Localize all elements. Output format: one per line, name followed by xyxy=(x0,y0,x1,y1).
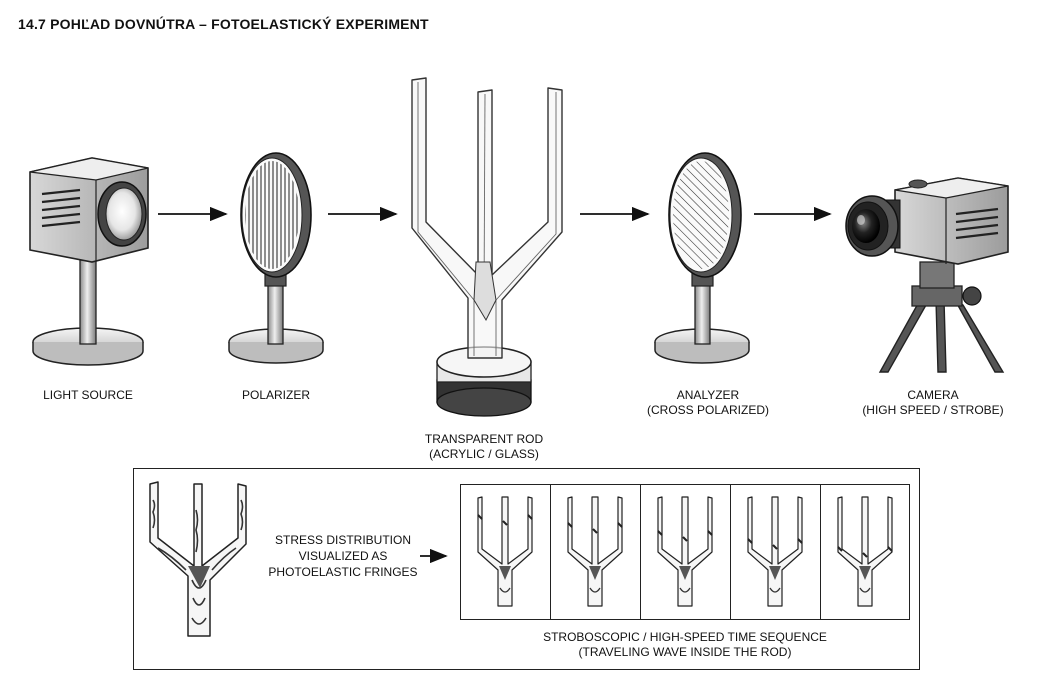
sequence-caption-line1: STROBOSCOPIC / HIGH-SPEED TIME SEQUENCE xyxy=(543,630,827,644)
detail-panel xyxy=(133,468,920,670)
sequence-rod xyxy=(837,496,893,607)
stress-caption-line2: VISUALIZED AS xyxy=(298,549,388,563)
sequence-caption-line2: (TRAVELING WAVE INSIDE THE ROD) xyxy=(578,645,792,659)
analyzer-label-line2: (CROSS POLARIZED) xyxy=(646,403,769,417)
sequence-rods xyxy=(477,496,893,607)
light-source-label: LIGHT SOURCE xyxy=(28,388,148,403)
fringe-rod-closeup xyxy=(149,481,247,637)
stress-caption: STRESS DISTRIBUTION VISUALIZED AS PHOTOE… xyxy=(268,532,418,580)
rod-label: TRANSPARENT ROD (ACRYLIC / GLASS) xyxy=(414,432,554,462)
camera-label-line2: (HIGH SPEED / STROBE) xyxy=(862,403,1004,417)
camera-label: CAMERA (HIGH SPEED / STROBE) xyxy=(858,388,1008,418)
sequence-frame xyxy=(550,484,641,620)
sequence-caption: STROBOSCOPIC / HIGH-SPEED TIME SEQUENCE … xyxy=(460,630,910,660)
analyzer-label-line1: ANALYZER xyxy=(676,388,740,402)
sequence-frame xyxy=(640,484,731,620)
rod-label-line2: (ACRYLIC / GLASS) xyxy=(429,447,539,461)
rod-label-line1: TRANSPARENT ROD xyxy=(424,432,544,446)
sequence-frame xyxy=(460,484,551,620)
polarizer-label: POLARIZER xyxy=(216,388,336,403)
sequence-frame xyxy=(820,484,910,620)
polarizer-label-line1: POLARIZER xyxy=(241,388,310,402)
sequence-frame xyxy=(730,484,821,620)
light-source xyxy=(29,157,149,366)
sequence-rod xyxy=(567,496,623,607)
stress-caption-line3: PHOTOELASTIC FRINGES xyxy=(268,565,418,579)
sequence-rod xyxy=(747,496,803,607)
sequence-rod xyxy=(657,496,713,607)
analyzer xyxy=(654,152,750,364)
page-title: 14.7 POHĽAD DOVNÚTRA – FOTOELASTICKÝ EXP… xyxy=(18,16,429,32)
sequence-rod xyxy=(477,496,533,607)
polarizer xyxy=(228,152,324,364)
camera-label-line1: CAMERA xyxy=(907,388,959,402)
optical-path-arrows xyxy=(158,206,832,564)
light-source-label-line1: LIGHT SOURCE xyxy=(43,388,133,402)
stress-caption-line1: STRESS DISTRIBUTION xyxy=(274,533,411,547)
transparent-rod xyxy=(411,77,563,417)
camera xyxy=(845,177,1009,373)
analyzer-label: ANALYZER (CROSS POLARIZED) xyxy=(633,388,783,418)
